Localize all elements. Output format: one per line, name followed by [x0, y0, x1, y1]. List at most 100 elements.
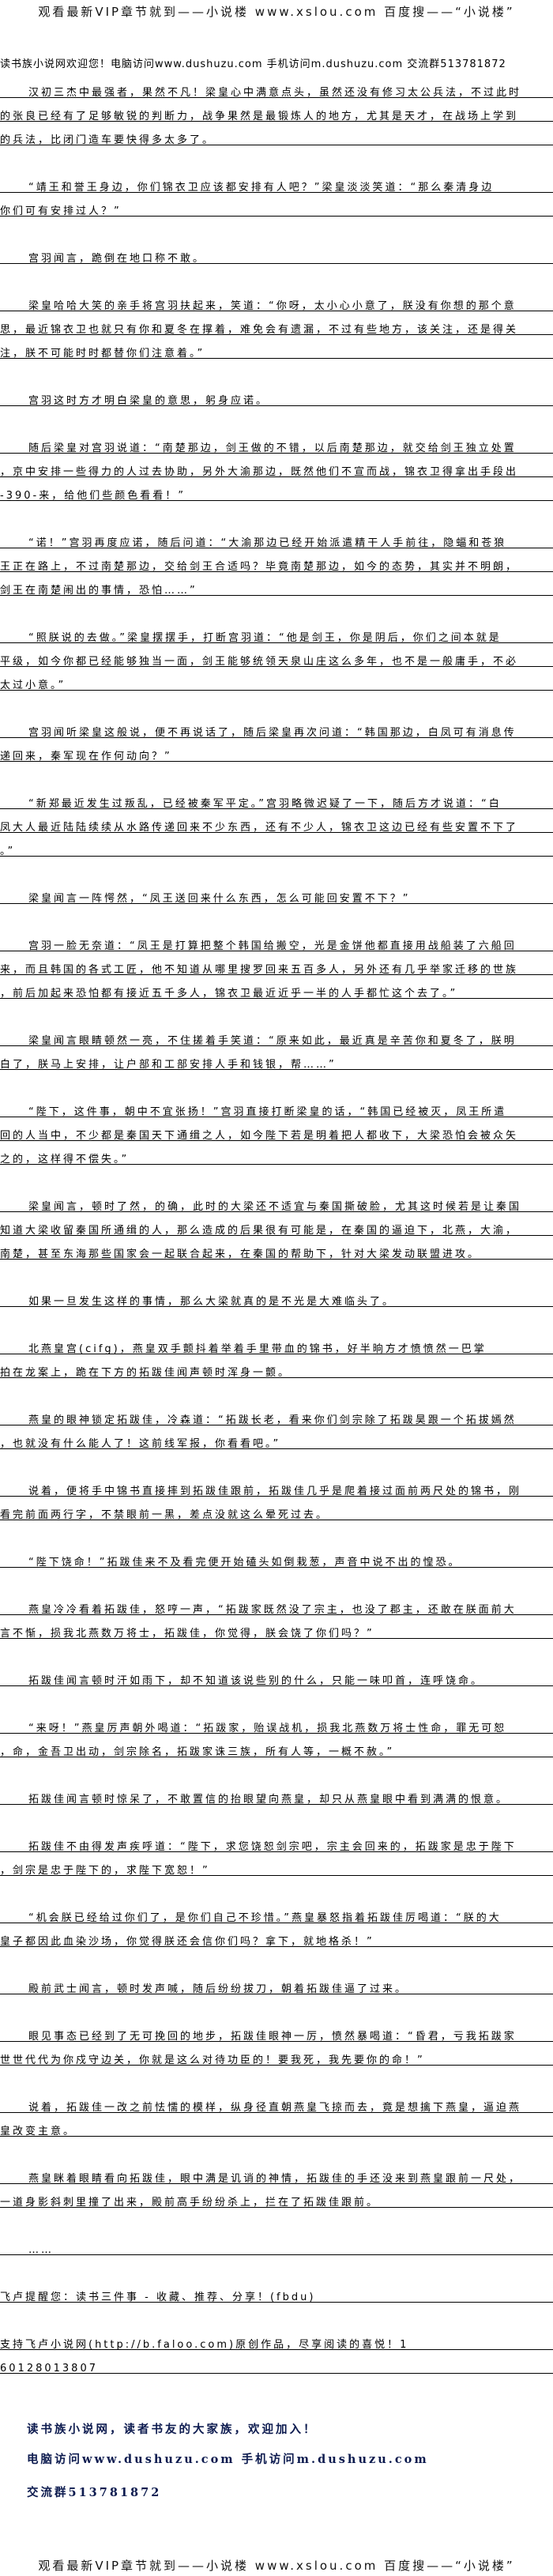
line-text: 说着，便将手中锦书直接摔到拓跋佳跟前，拓跋佳几乎是爬着接过面前两尺处的锦书，刚 [28, 1486, 522, 1497]
text-line: 南楚，甚至东海那些国家会一起联合起来，在秦国的帮助下，针对大梁发动联盟进攻。 [0, 1236, 553, 1260]
line-text: “诺！”宫羽再度应诺，随后问道：“大渝那边已经开始派遣精干人手前往，隐蝠和苍狼 [28, 537, 507, 549]
text-line: 的张良已经有了足够敏锐的判断力，战争果然是最锻炼人的地方，尤其是天才，在战场上学… [0, 98, 553, 122]
line-text: 知道大梁收留秦国所通缉的人，那么造成的后果很有可能是，在秦国的逼迫下，北燕，大渝… [0, 1225, 519, 1237]
text-line: 皇改变主意。 [0, 2113, 553, 2137]
text-line: 宫羽一脸无奈道：“凤王是打算把整个韩国给搬空，光是金饼他都直接用战船装了六船回 [0, 928, 553, 952]
line-text: “来呀！”燕皇厉声朝外喝道：“拓跋家，贻误战机，损我北燕数万将士性命，罪无可恕 [28, 1723, 507, 1734]
line-text: 注，朕不可能时时都替你们注意着。” [0, 348, 205, 360]
text-line: 汉初三杰中最强者，果然不凡！梁皇心中满意点头，虽然还没有修习太公兵法，不过此时 [0, 74, 553, 99]
line-text: “陛下，这件事，朝中不宜张扬！”宫羽直接打断梁皇的话，“韩国已经被灭，凤王所遣 [28, 1106, 507, 1118]
line-text: 皇子都因此血染沙场，你觉得朕还会信你们吗？拿下，就地格杀！” [0, 1936, 374, 1948]
text-line: 拓跋佳闻言顿时惊呆了，不敢置信的抬眼望向燕皇，却只从燕皇眼中看到满满的恨意。 [0, 1781, 553, 1806]
text-line: 北燕皇宫(cifg)，燕皇双手颤抖着举着手里带血的锦书，好半晌方才愤愤然一巴掌 [0, 1331, 553, 1355]
paragraph-spacer [0, 1568, 553, 1591]
line-text: 剑王在南楚闹出的事情，恐怕……” [0, 585, 198, 597]
paragraph-spacer [0, 1994, 553, 2018]
text-line: 白了，朕马上安排，让户部和工部安排人手和钱银，帮……” [0, 1046, 553, 1071]
line-text: 太过小意。” [0, 680, 66, 691]
line-text: 凤大人最近陆陆续续从水路传递回来不少东西，还有不少人，锦衣卫这边已经有些安置不下… [0, 822, 519, 834]
line-text: 殿前武士闻言，顿时发声喊，随后纷纷拔刀，朝着拓跋佳逼了过来。 [28, 1983, 408, 1995]
text-line: 眼见事态已经到了无可挽回的地步，拓跋佳眼神一厉，愤然暴喝道：“昏君，亏我拓跋家 [0, 2018, 553, 2043]
line-text: 递回来，秦军现在作何动向？” [0, 751, 172, 763]
text-line: 看完前面两行字，不禁眼前一黑，差点没就这么晕死过去。 [0, 1497, 553, 1521]
paragraph-spacer [0, 2208, 553, 2231]
text-line: “来呀！”燕皇厉声朝外喝道：“拓跋家，贻误战机，损我北燕数万将士性命，罪无可恕 [0, 1710, 553, 1734]
paragraph-spacer [0, 1947, 553, 1971]
paragraph-spacer [0, 1639, 553, 1663]
text-line: 递回来，秦军现在作何动向？” [0, 738, 553, 763]
text-line: 一道身影斜刺里撞了出来，殿前高手纷纷杀上，拦在了拓跋佳跟前。 [0, 2184, 553, 2209]
line-text: -390-来，给他们些颜色看看！” [0, 490, 186, 502]
paragraph-spacer [0, 1876, 553, 1900]
paragraph-spacer [0, 1378, 553, 1402]
line-text: 燕皇眯着眼睛看向拓跋佳，眼中满是讥诮的神情，拓跋佳的手还没来到燕皇跟前一尺处， [28, 2173, 522, 2185]
text-line: 言不惭，损我北燕数万将士，拓跋佳，你觉得，朕会饶了你们吗？” [0, 1615, 553, 1640]
text-line: 拍在龙案上，跪在下方的拓跋佳闻声顿时浑身一颤。 [0, 1354, 553, 1379]
text-line: 随后梁皇对宫羽说道：“南楚那边，剑王做的不错，以后南楚那边，就交给剑王独立处置 [0, 430, 553, 454]
text-line: 你们可有安排过人？” [0, 193, 553, 217]
text-line: 。” [0, 833, 553, 857]
paragraph-spacer [0, 1757, 553, 1781]
paragraph-spacer [0, 406, 553, 430]
line-text: 皇改变主意。 [0, 2126, 77, 2137]
line-text: 燕皇的眼神锁定拓跋佳，冷森道：“拓跋长老，看来你们剑宗除了拓跋昊跟一个拓拔嫣然 [28, 1414, 517, 1426]
line-text: 王正在路上，不过南楚那边，交给剑王合适吗？毕竟南楚那边，如今的态势，其实并不明朗… [0, 561, 519, 573]
text-line: 的兵法，比闭门造车要快得多太多了。 [0, 122, 553, 146]
line-text: ，剑宗是忠于陛下的，求陛下宽恕！” [0, 1865, 210, 1877]
line-text: 白了，朕马上安排，让户部和工部安排人手和钱银，帮……” [0, 1059, 337, 1071]
line-text: 回的人当中，不少都是秦国天下通缉之人，如今陛下若是明着把人都收下，大梁恐怕会被众… [0, 1130, 519, 1142]
line-text: 燕皇冷冷看着拓跋佳，怒哼一声，“拓跋家既然没了宗主，也没了郡主，还敢在朕面前大 [28, 1604, 517, 1616]
text-line: -390-来，给他们些颜色看看！” [0, 477, 553, 502]
line-text: 。” [0, 845, 16, 857]
line-text: 宫羽这时方才明白梁皇的意思，躬身应诺。 [28, 395, 269, 407]
line-text: 你们可有安排过人？” [0, 205, 122, 217]
top-banner: 观看最新VIP章节就到——小说楼 www.xslou.com 百度搜——“小说楼… [38, 5, 515, 19]
line-text: 飞卢提醒您：读书三件事 - 收藏、推荐、分享！(fbdu) [0, 2292, 316, 2303]
line-text: 的张良已经有了足够敏锐的判断力，战争果然是最锻炼人的地方，尤其是天才，在战场上学… [0, 111, 519, 122]
paragraph-spacer [0, 1520, 553, 1544]
footer-slogan: 读书族小说网，读者书友的大家族，欢迎加入！ [27, 2423, 318, 2436]
text-line: 来，而且韩国的各式工匠，他不知道从哪里搜罗回来五百多人，另外还有几乎举家迁移的世… [0, 951, 553, 976]
paragraph-spacer [0, 1260, 553, 1283]
line-text: 梁皇闻言一阵愕然，“凤王送回来什么东西，怎么可能回安置不下？” [28, 893, 411, 905]
line-text: ，命，金吾卫出动，剑宗除名，拓跋家诛三族，所有人等，一概不赦。” [0, 1746, 395, 1758]
text-line: “陛下饶命！”拓跋佳来不及看完便开始磕头如倒栽葱，声音中说不出的惶恐。 [0, 1544, 553, 1569]
text-line: 宫羽闻听梁皇这般说，便不再说话了，随后梁皇再次问道：“韩国那边，白凤可有消息传 [0, 714, 553, 739]
text-line: 知道大梁收留秦国所通缉的人，那么造成的后果很有可能是，在秦国的逼迫下，北燕，大渝… [0, 1212, 553, 1237]
text-line: 太过小意。” [0, 667, 553, 691]
line-text: 梁皇闻言眼睛顿然一亮，不住搓着手笑道：“原来如此，最近真是辛苦你和夏冬了，朕明 [28, 1035, 517, 1047]
site-welcome-line: 读书族小说网欢迎您！电脑访问www.dushuzu.com 手机访问m.dush… [0, 58, 506, 70]
chapter-body: 汉初三杰中最强者，果然不凡！梁皇心中满意点头，虽然还没有修习太公兵法，不过此时的… [0, 74, 553, 2375]
text-line: 说着，拓跋佳一改之前怯懦的模样，纵身径直朝燕皇飞掠而去，竟是想擒下燕皇，逼迫燕 [0, 2089, 553, 2114]
line-text: 世世代代为你戍守边关，你就是这么对待功臣的！要我死，我先要你的命！” [0, 2054, 425, 2066]
text-line: 支持飞卢小说网(http://b.faloo.com)原创作品，尽享阅读的喜悦！… [0, 2326, 553, 2351]
text-line: “靖王和誉王身边，你们锦衣卫应该都安排有人吧？”梁皇淡淡笑道：“那么秦清身边 [0, 169, 553, 194]
line-text: 拓跋佳闻言顿时汗如雨下，却不知道该说些别的什么，只能一味叩首，连呼饶命。 [28, 1675, 484, 1687]
line-text: 宫羽闻听梁皇这般说，便不再说话了，随后梁皇再次问道：“韩国那边，白凤可有消息传 [28, 727, 517, 739]
paragraph-spacer [0, 501, 553, 525]
text-line: 燕皇冷冷看着拓跋佳，怒哼一声，“拓跋家既然没了宗主，也没了郡主，还敢在朕面前大 [0, 1591, 553, 1616]
paragraph-spacer [0, 1449, 553, 1473]
line-text: 的兵法，比闭门造车要快得多太多了。 [0, 134, 216, 146]
paragraph-spacer [0, 217, 553, 240]
line-text: 说着，拓跋佳一改之前怯懦的模样，纵身径直朝燕皇飞掠而去，竟是想擒下燕皇，逼迫燕 [28, 2102, 522, 2114]
paragraph-spacer [0, 264, 553, 288]
line-text: 随后梁皇对宫羽说道：“南楚那边，剑王做的不错，以后南楚那边，就交给剑王独立处置 [28, 443, 517, 454]
line-text: “机会朕已经给过你们了，是你们自己不珍惜。”燕皇暴怒指着拓跋佳厉喝道：“朕的大 [28, 1912, 502, 1924]
paragraph-spacer [0, 2303, 553, 2326]
line-text: 梁皇闻言，顿时了然，的确，此时的大梁还不适宜与秦国撕破脸，尤其这时候若是让秦国 [28, 1201, 522, 1213]
line-text: 拍在龙案上，跪在下方的拓跋佳闻声顿时浑身一颤。 [0, 1367, 292, 1379]
line-text: 梁皇哈哈大笑的亲手将宫羽扶起来，笑道：“你呀，太小心小意了，朕没有你想的那个意 [28, 300, 517, 312]
paragraph-spacer [0, 2066, 553, 2089]
text-line: …… [0, 2231, 553, 2256]
text-line: 燕皇眯着眼睛看向拓跋佳，眼中满是讥诮的神情，拓跋佳的手还没来到燕皇跟前一尺处， [0, 2160, 553, 2185]
line-text: ，京中安排一些得力的人过去协助，另外大渝那边，既然他们不宣而战，锦衣卫得拿出手段… [0, 466, 519, 478]
text-line: 燕皇的眼神锁定拓跋佳，冷森道：“拓跋长老，看来你们剑宗除了拓跋昊跟一个拓拔嫣然 [0, 1402, 553, 1426]
text-line: 回的人当中，不少都是秦国天下通缉之人，如今陛下若是明着把人都收下，大梁恐怕会被众… [0, 1117, 553, 1142]
line-text: 如果一旦发生这样的事情，那么大梁就真的是不光是大难临头了。 [28, 1296, 396, 1308]
text-line: 世世代代为你戍守边关，你就是这么对待功臣的！要我死，我先要你的命！” [0, 2042, 553, 2066]
text-line: ，前后加起来恐怕都有接近五千多人，锦衣卫最近近乎一半的人手都忙这个去了。” [0, 975, 553, 1000]
text-line: “陛下，这件事，朝中不宜张扬！”宫羽直接打断梁皇的话，“韩国已经被灭，凤王所遣 [0, 1094, 553, 1118]
line-text: 眼见事态已经到了无可挽回的地步，拓跋佳眼神一厉，愤然暴喝道：“昏君，亏我拓跋家 [28, 2031, 517, 2043]
paragraph-spacer [0, 1686, 553, 1710]
